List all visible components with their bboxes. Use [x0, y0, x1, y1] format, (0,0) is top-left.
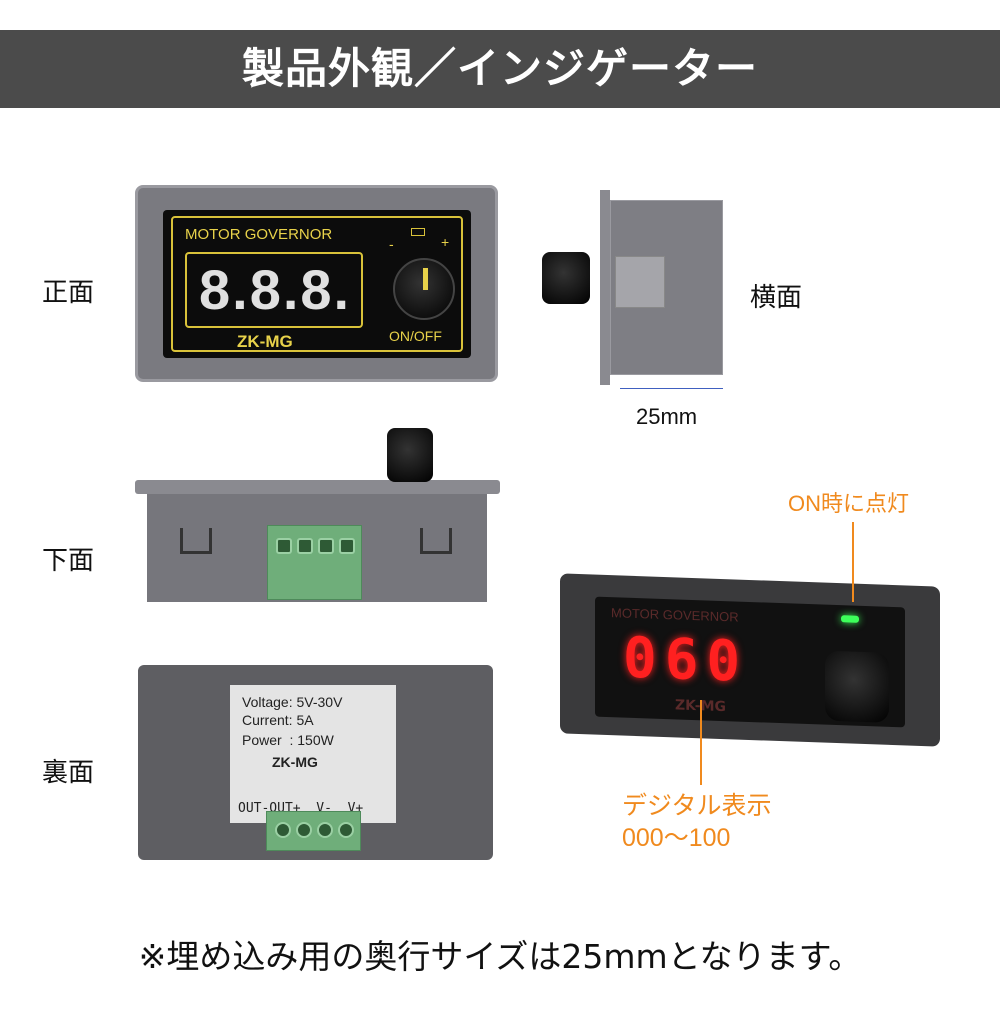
led-pointer-line — [852, 522, 854, 602]
minus-mark: - — [389, 236, 394, 252]
model-text: ZK-MG — [272, 754, 318, 770]
terminal-block — [267, 525, 362, 600]
side-view-device — [542, 190, 725, 385]
page-title: 製品外観／インジゲーター — [0, 30, 1000, 108]
knob-side — [542, 252, 590, 304]
label-side: 横面 — [750, 283, 803, 313]
display-annotation-line2: 000～100 — [622, 824, 731, 852]
display-annotation: デジタル表示 000～100 — [622, 790, 772, 854]
power-text: Power : 150W — [242, 732, 334, 748]
depth-label: 25mm — [636, 404, 698, 429]
knob-top — [387, 428, 433, 482]
current-text: Current: 5A — [242, 712, 314, 728]
rotary-knob — [393, 258, 455, 320]
rotary-knob — [825, 650, 889, 723]
display-pointer-line — [700, 700, 702, 785]
spec-label: Voltage: 5V-30V Current: 5A Power : 150W… — [230, 685, 396, 823]
terminal-block — [266, 811, 361, 851]
footer-note: ※埋め込み用の奥行サイズは25mmとなります。 — [138, 937, 862, 976]
power-led — [841, 615, 859, 623]
voltage-text: Voltage: 5V-30V — [242, 694, 343, 710]
front-view-device: MOTOR GOVERNOR 8.8.8. ZK-MG - + ON/OFF — [135, 185, 498, 382]
bottom-view-device — [135, 428, 500, 605]
depth-line — [620, 388, 723, 389]
label-bottom: 下面 — [42, 546, 95, 576]
on-off-label: ON/OFF — [389, 328, 442, 344]
brand-text: MOTOR GOVERNOR — [185, 226, 333, 243]
brand-text: MOTOR GOVERNOR — [611, 605, 739, 625]
plus-mark: + — [441, 234, 450, 250]
display-annotation-line1: デジタル表示 — [622, 792, 772, 820]
segment-display: 060 — [623, 625, 749, 695]
back-view-device: Voltage: 5V-30V Current: 5A Power : 150W… — [138, 665, 493, 860]
label-back: 裏面 — [42, 758, 95, 788]
label-front: 正面 — [42, 278, 95, 308]
lit-device: MOTOR GOVERNOR 060 ZK-MG — [560, 573, 940, 747]
led-annotation: ON時に点灯 — [788, 491, 910, 516]
model-text: ZK-MG — [237, 332, 293, 351]
led-indicator — [411, 228, 425, 236]
segment-display: 8.8.8. — [199, 258, 352, 321]
